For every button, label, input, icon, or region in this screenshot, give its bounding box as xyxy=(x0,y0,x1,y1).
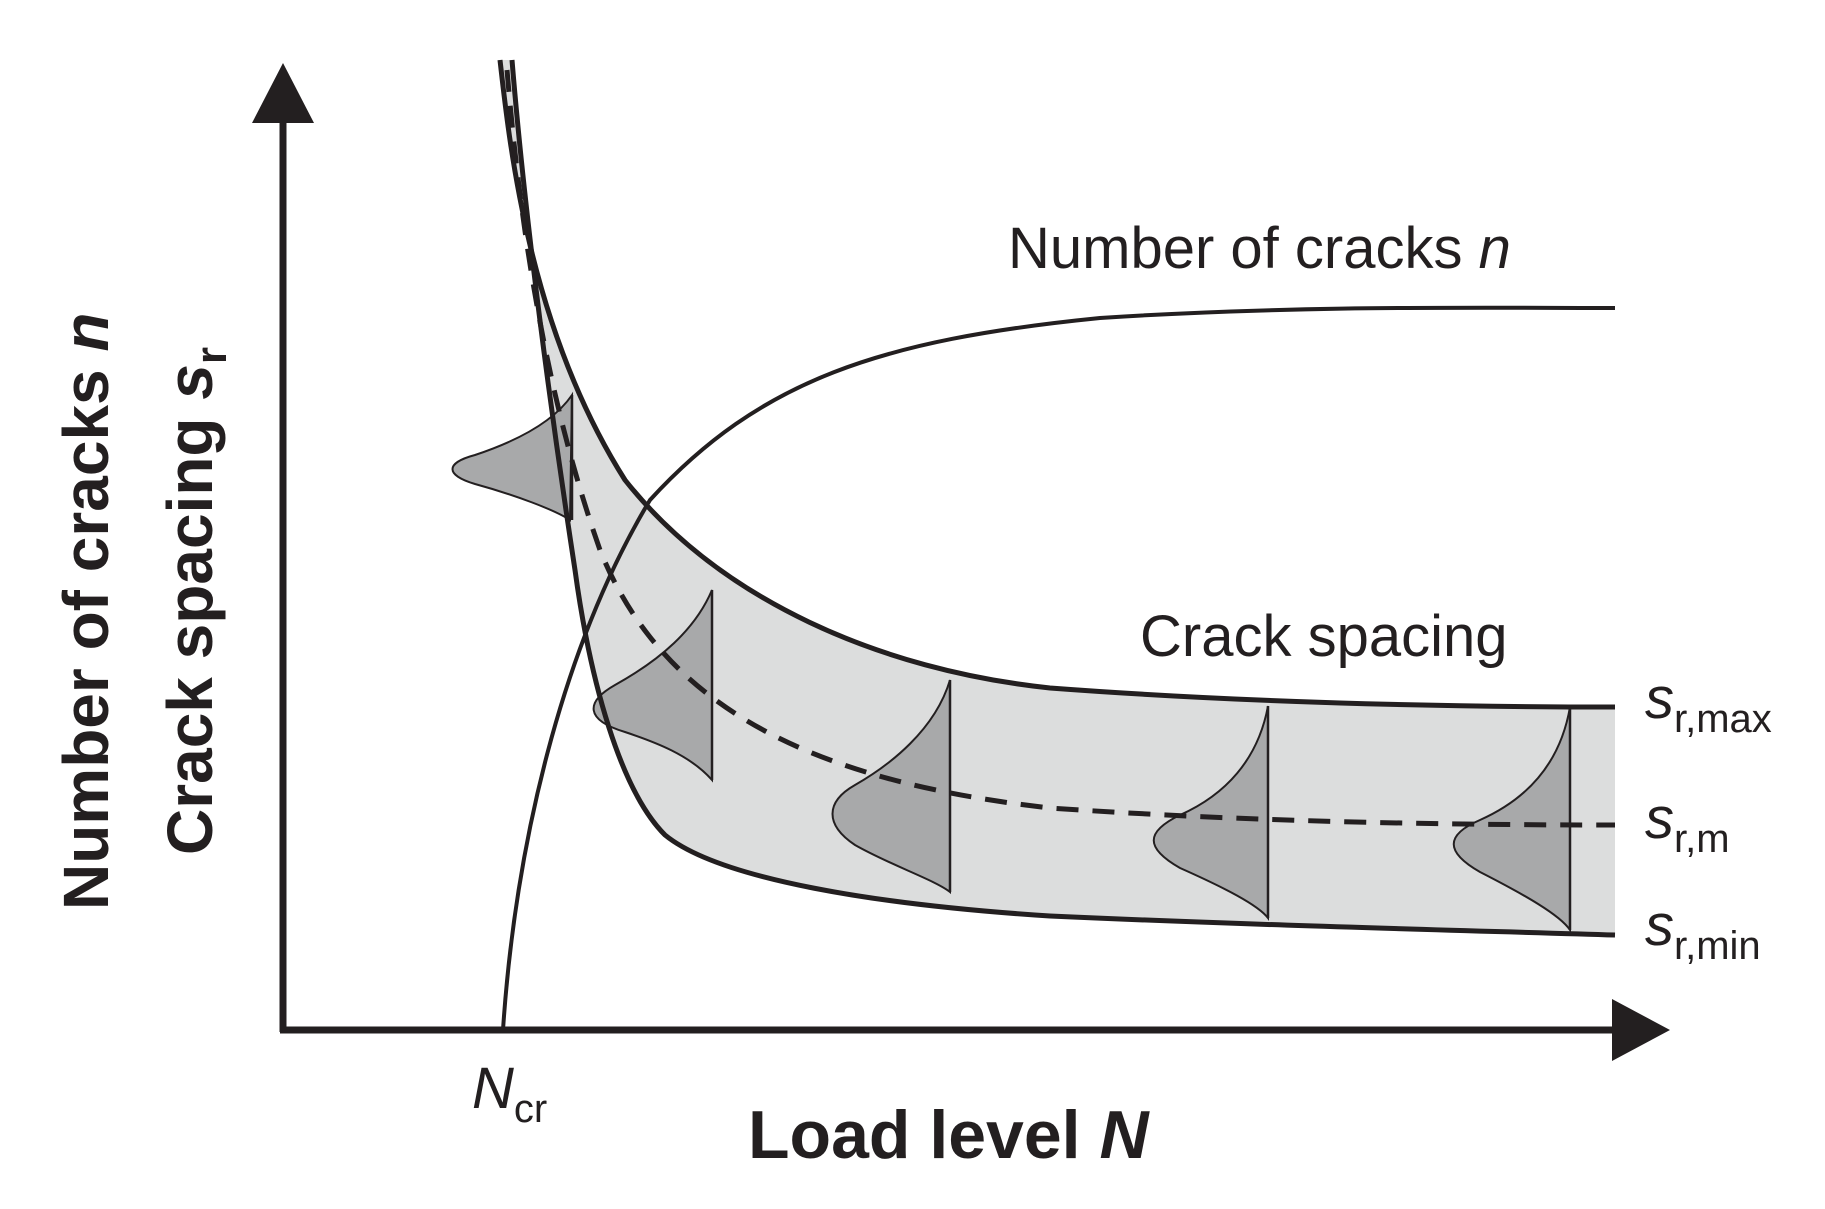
x-axis-arrow-icon xyxy=(1612,999,1670,1061)
curve-sr-min xyxy=(509,59,1616,938)
number-of-cracks-var: n xyxy=(1479,216,1511,281)
sr-m-label: sr,m xyxy=(1645,786,1730,861)
ncr-label: Ncr xyxy=(472,1056,547,1131)
sr-max-var: s xyxy=(1645,666,1674,731)
sr-m-sub: r,m xyxy=(1674,817,1730,861)
distribution-2 xyxy=(592,589,713,783)
y-axis-title-line2-sub: r xyxy=(187,347,236,364)
y-axis-title-line2-text: Crack spacing xyxy=(154,400,226,855)
axes xyxy=(279,110,1620,1034)
distribution-4 xyxy=(1152,705,1269,921)
curve-number-of-cracks xyxy=(501,305,1616,1031)
sr-max-sub: r,max xyxy=(1674,697,1772,741)
band-verticals xyxy=(570,395,1572,930)
y-axis-title-line2-var: s xyxy=(154,364,226,400)
sr-max-label: sr,max xyxy=(1645,666,1772,741)
x-axis-title-var: N xyxy=(1099,1097,1150,1173)
y-axis-arrow-icon xyxy=(252,63,314,123)
number-of-cracks-label: Number of cracks n xyxy=(1008,216,1511,281)
crack-spacing-band xyxy=(500,60,1615,935)
distribution-5 xyxy=(1452,706,1571,934)
y-axis-title-line1-text: Number of cracks xyxy=(50,352,122,910)
sr-min-var: s xyxy=(1645,893,1674,958)
y-axis-title-line1: Number of cracks n xyxy=(50,312,122,910)
distribution-1 xyxy=(451,391,574,522)
distribution-3 xyxy=(831,679,951,895)
crack-spacing-label: Crack spacing xyxy=(1140,604,1507,669)
x-axis-title-text: Load level xyxy=(748,1097,1099,1173)
y-axis-title-line1-var: n xyxy=(50,312,122,351)
ncr-var: N xyxy=(472,1056,514,1121)
sr-min-label: sr,min xyxy=(1645,893,1761,968)
spacing-distributions xyxy=(451,391,1571,934)
number-of-cracks-text: Number of cracks xyxy=(1008,216,1479,281)
ncr-sub: cr xyxy=(514,1087,547,1131)
curve-sr-mean xyxy=(504,69,1616,828)
sr-m-var: s xyxy=(1645,786,1674,851)
x-axis-title: Load level N xyxy=(748,1097,1150,1173)
y-axis-title-line2: Crack spacing sr xyxy=(154,347,236,855)
sr-min-sub: r,min xyxy=(1674,924,1761,968)
